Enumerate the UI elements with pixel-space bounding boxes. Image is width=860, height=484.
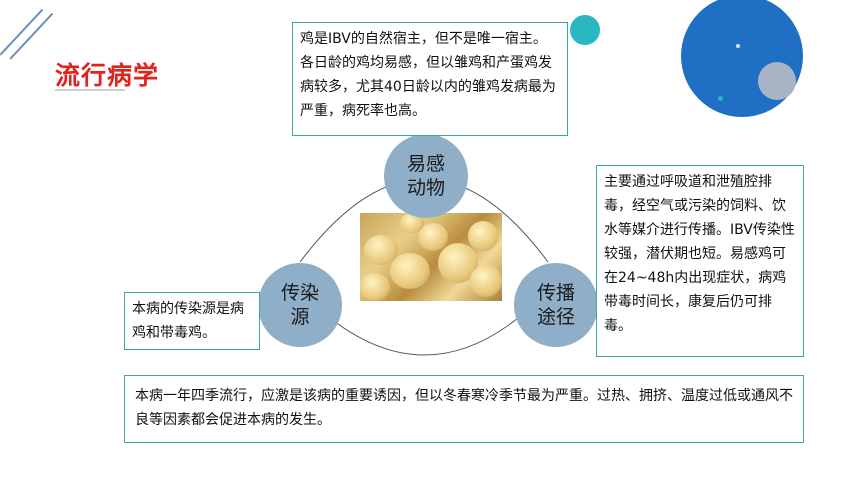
title-underline [55,89,125,91]
node-label: 传染 源 [280,282,319,328]
decorative-dot [736,44,740,48]
node-transmission-route: 传播 途径 [514,263,598,347]
node-label: 传播 途径 [536,282,575,328]
season-info-text: 本病一年四季流行，应激是该病的重要诱因，但以冬春寒冷季节最为严重。过热、拥挤、温… [135,388,793,428]
node-susceptible-animals: 易感 动物 [384,134,468,218]
page-title: 流行病学 [55,61,160,90]
season-info-box: 本病一年四季流行，应激是该病的重要诱因，但以冬春寒冷季节最为严重。过热、拥挤、温… [124,375,804,443]
node-label: 易感 动物 [406,153,445,199]
node-infection-source: 传染 源 [258,263,342,347]
source-info-box: 本病的传染源是病鸡和带毒鸡。 [124,292,260,350]
decorative-circle-gray [758,62,796,100]
decorative-dot [718,96,723,101]
transmission-info-text: 主要通过呼吸道和泄殖腔排毒，经空气或污染的饲料、饮水等媒介进行传播。IBV传染性… [604,174,795,334]
decorative-circle-teal [570,15,600,45]
host-info-text: 鸡是IBV的自然宿主，但不是唯一宿主。各日龄的鸡均易感，但以雏鸡和产蛋鸡发病较多… [300,31,556,119]
source-info-text: 本病的传染源是病鸡和带毒鸡。 [132,301,244,341]
host-info-box: 鸡是IBV的自然宿主，但不是唯一宿主。各日龄的鸡均易感，但以雏鸡和产蛋鸡发病较多… [292,22,568,136]
chicks-photo [360,213,502,301]
transmission-info-box: 主要通过呼吸道和泄殖腔排毒，经空气或污染的饲料、饮水等媒介进行传播。IBV传染性… [596,165,804,357]
